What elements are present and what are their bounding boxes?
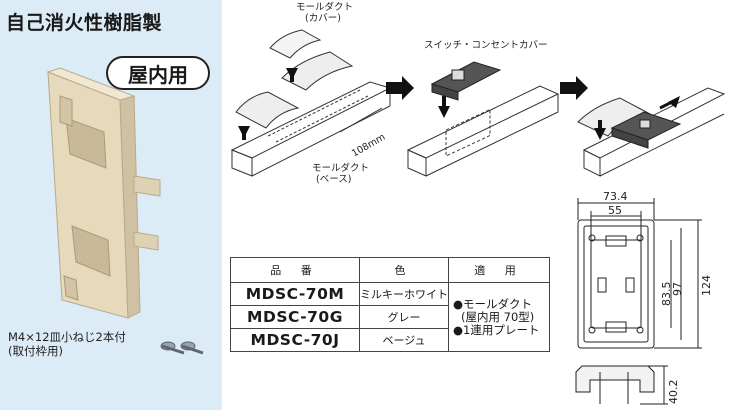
spec-table: 品 番 色 適 用 MDSC-70M ミルキーホワイト ●モールダクト (屋内用… [230,257,550,352]
base-sub-label: (ベース) [316,174,352,185]
table-header-row: 品 番 色 適 用 [230,257,550,283]
application-cell: ●モールダクト (屋内用 70型) ●1連用プレート [448,282,550,352]
cover-label: モールダクト [296,2,354,13]
header-color: 色 [359,257,449,283]
screw-icon [160,341,204,355]
header-application: 適 用 [448,257,550,283]
table-row: MDSC-70J ベージュ [230,328,550,352]
arrow-right-icon [560,76,588,100]
product-title: 自己消火性樹脂製 [6,12,163,34]
header-part-number: 品 番 [230,257,360,283]
cover-sub-label: (カバー) [305,13,341,24]
base-label: モールダクト [312,163,370,174]
usage-badge: 屋内用 [106,56,210,90]
arrow-down-icon [438,106,450,118]
arrow-down-icon [594,128,606,140]
dim-inner-width: 55 [608,204,622,217]
part-number-cell: MDSC-70J [230,328,360,352]
product-photo-panel: 自己消火性樹脂製 屋内用 M4×12皿小ねじ2本付 (取付枠用) [0,0,222,410]
table-row: MDSC-70M ミルキーホワイト ●モールダクト (屋内用 70型) ●1連用… [230,282,550,352]
arrow-right-icon [386,76,414,100]
dim-total-height: 124 [700,275,713,296]
product-illustration [46,67,204,355]
color-cell: ミルキーホワイト [359,282,449,306]
dim-mid-height: 97 [671,282,684,296]
color-cell: ベージュ [359,328,449,352]
dim-depth: 40.2 [667,379,680,405]
screw-note: M4×12皿小ねじ2本付 (取付枠用) [8,330,126,358]
dim-outer-width: 73.4 [603,190,628,203]
part-number-cell: MDSC-70M [230,282,360,306]
switch-cover-label: スイッチ・コンセントカバー [424,40,548,51]
part-number-cell: MDSC-70G [230,305,360,329]
color-cell: グレー [359,305,449,329]
